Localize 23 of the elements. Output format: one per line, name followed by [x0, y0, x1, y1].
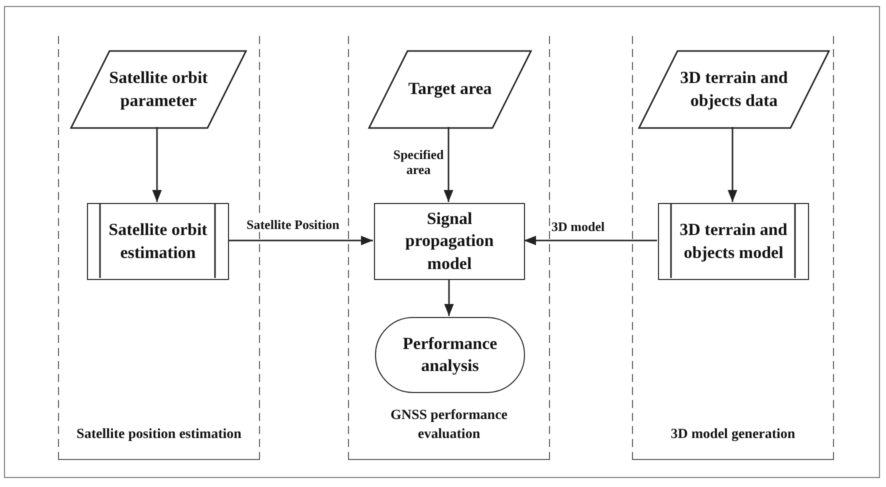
- node-label: Satellite orbit parameter: [108, 67, 209, 112]
- arrow: [152, 127, 162, 202]
- data-parallelogram: [71, 51, 246, 128]
- arrow: [728, 127, 738, 202]
- node-label: Signal propagation model: [404, 208, 495, 275]
- node-label: Target area: [408, 78, 492, 100]
- predefined-process-box: [658, 203, 809, 280]
- data-parallelogram: [369, 51, 531, 128]
- edge-label: Satellite Position: [246, 216, 340, 232]
- predefined-process-box: [87, 203, 229, 280]
- process-box: [374, 203, 525, 280]
- group-label: Satellite position estimation: [76, 426, 242, 444]
- node-label: Satellite orbit estimation: [108, 219, 208, 264]
- node-label: Performance analysis: [402, 332, 498, 377]
- node-label: 3D terrain and objects data: [679, 67, 789, 112]
- node-label: 3D terrain and objects model: [678, 219, 788, 264]
- group-label: GNSS performance evaluation: [389, 407, 509, 444]
- data-parallelogram: [639, 51, 829, 128]
- arrow: [524, 236, 657, 246]
- arrow: [444, 279, 454, 316]
- group-label: 3D model generation: [670, 426, 796, 444]
- arrow: [444, 127, 454, 202]
- arrow: [228, 236, 373, 246]
